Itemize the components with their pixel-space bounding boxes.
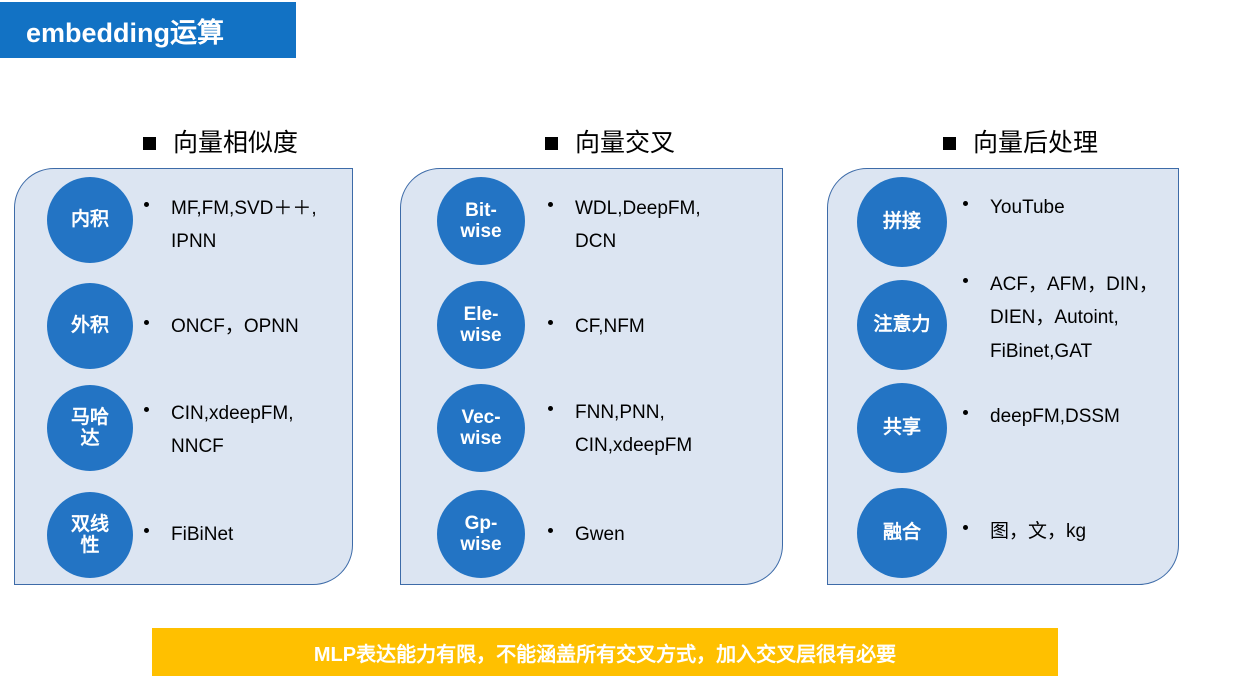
- row-items-0-0: MF,FM,SVD＋＋, IPNN: [144, 192, 344, 259]
- row-items-0-1: ONCF，OPNN: [144, 310, 344, 343]
- slide-title-bar: embedding运算: [0, 2, 296, 58]
- row-circle-2-0[interactable]: 拼接: [857, 177, 947, 267]
- row-items-text-1-0: WDL,DeepFM, DCN: [575, 198, 701, 253]
- row-circle-0-1[interactable]: 外积: [47, 283, 133, 369]
- bullet-dot-icon: [548, 202, 553, 207]
- column-header-label-1: 向量交叉: [575, 128, 676, 157]
- bullet-dot-icon: [963, 410, 968, 415]
- bullet-dot-icon: [963, 525, 968, 530]
- square-bullet-icon: [943, 136, 956, 150]
- column-header-1: 向量交叉: [545, 126, 675, 160]
- bullet-dot-icon: [548, 320, 553, 325]
- row-items-text-0-1: ONCF，OPNN: [171, 316, 299, 337]
- row-circle-2-2[interactable]: 共享: [857, 383, 947, 473]
- bullet-dot-icon: [144, 528, 149, 533]
- bullet-dot-icon: [963, 278, 968, 283]
- row-items-text-2-3: 图，文，kg: [990, 521, 1087, 542]
- bullet-dot-icon: [144, 407, 149, 412]
- slide-title: embedding运算: [26, 17, 225, 48]
- row-items-text-2-1: ACF，AFM，DIN， DIEN，Autoint, FiBinet,GAT: [990, 274, 1158, 362]
- bullet-dot-icon: [144, 202, 149, 207]
- footer-banner: MLP表达能力有限，不能涵盖所有交叉方式，加入交叉层很有必要: [152, 628, 1058, 676]
- row-items-text-0-0: MF,FM,SVD＋＋, IPNN: [171, 198, 317, 253]
- row-items-0-3: FiBiNet: [144, 518, 344, 551]
- row-items-1-1: CF,NFM: [548, 310, 778, 343]
- row-items-2-3: 图，文，kg: [963, 515, 1178, 548]
- row-items-text-2-2: deepFM,DSSM: [990, 406, 1120, 427]
- row-circle-1-1[interactable]: Ele-wise: [437, 281, 525, 369]
- column-header-label-2: 向量后处理: [973, 128, 1099, 157]
- column-header-2: 向量后处理: [943, 126, 1098, 160]
- row-items-2-2: deepFM,DSSM: [963, 400, 1178, 433]
- row-circle-1-2[interactable]: Vec-wise: [437, 384, 525, 472]
- row-items-text-1-3: Gwen: [575, 524, 625, 545]
- row-items-text-0-3: FiBiNet: [171, 524, 234, 545]
- square-bullet-icon: [545, 136, 558, 150]
- bullet-dot-icon: [144, 320, 149, 325]
- row-circle-0-2[interactable]: 马哈达: [47, 385, 133, 471]
- row-items-text-2-0: YouTube: [990, 197, 1065, 218]
- row-items-text-0-2: CIN,xdeepFM, NNCF: [171, 403, 294, 458]
- row-items-1-3: Gwen: [548, 518, 778, 551]
- footer-banner-text: MLP表达能力有限，不能涵盖所有交叉方式，加入交叉层很有必要: [313, 643, 897, 666]
- row-items-1-0: WDL,DeepFM, DCN: [548, 192, 778, 259]
- square-bullet-icon: [143, 136, 156, 150]
- row-circle-0-0[interactable]: 内积: [47, 177, 133, 263]
- row-items-2-0: YouTube: [963, 191, 1178, 224]
- row-items-1-2: FNN,PNN, CIN,xdeepFM: [548, 396, 788, 463]
- column-header-label-0: 向量相似度: [173, 128, 299, 157]
- row-circle-2-3[interactable]: 融合: [857, 488, 947, 578]
- row-items-0-2: CIN,xdeepFM, NNCF: [144, 397, 344, 464]
- row-items-text-1-2: FNN,PNN, CIN,xdeepFM: [575, 402, 693, 457]
- bullet-dot-icon: [548, 528, 553, 533]
- row-circle-2-1[interactable]: 注意力: [857, 280, 947, 370]
- row-circle-0-3[interactable]: 双线性: [47, 492, 133, 578]
- column-header-0: 向量相似度: [143, 126, 298, 160]
- row-circle-1-3[interactable]: Gp-wise: [437, 490, 525, 578]
- bullet-dot-icon: [548, 406, 553, 411]
- bullet-dot-icon: [963, 201, 968, 206]
- row-items-2-1: ACF，AFM，DIN， DIEN，Autoint, FiBinet,GAT: [963, 268, 1188, 368]
- row-circle-1-0[interactable]: Bit-wise: [437, 177, 525, 265]
- row-items-text-1-1: CF,NFM: [575, 316, 645, 337]
